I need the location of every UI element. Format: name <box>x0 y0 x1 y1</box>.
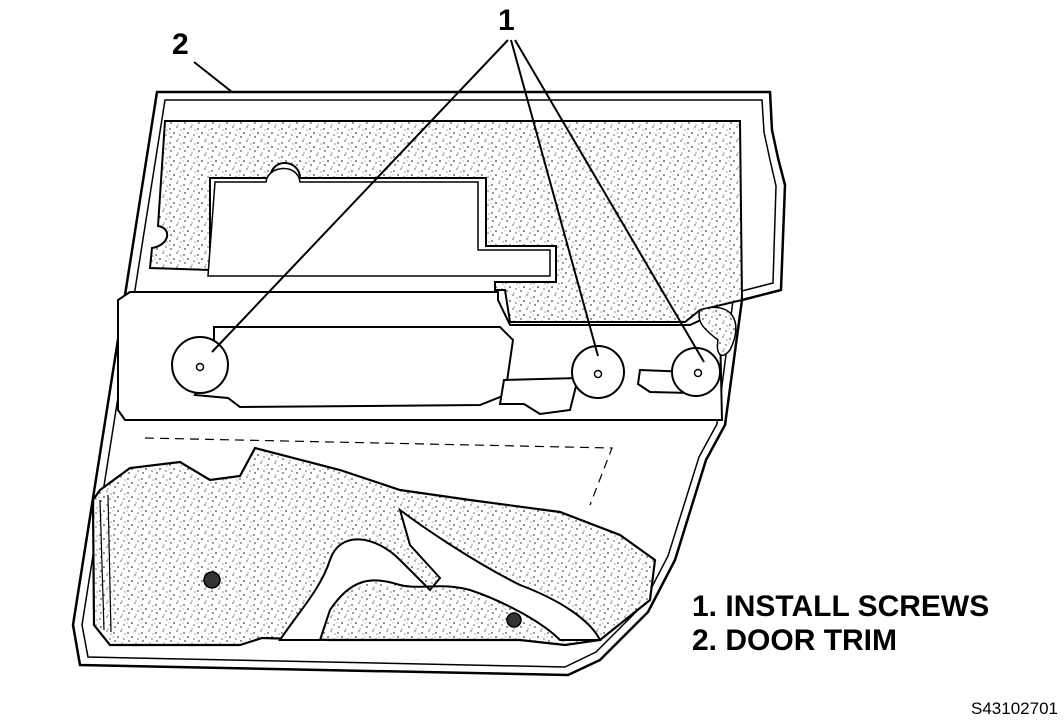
screw-boss-center <box>571 345 625 399</box>
legend-item-door-trim: 2. DOOR TRIM <box>692 624 898 657</box>
legend: 1. INSTALL SCREWS 2. DOOR TRIM <box>692 590 989 658</box>
callout-number-screws: 1 <box>498 4 515 37</box>
legend-item-install-screws: 1. INSTALL SCREWS <box>692 590 990 623</box>
callout-number-trim: 2 <box>172 28 189 61</box>
upper-insulation-pad <box>148 120 744 323</box>
leader-lines <box>193 39 705 363</box>
screw-boss-right <box>671 306 737 397</box>
lower-dashed-outline <box>144 437 613 506</box>
figure-id: S43102701 <box>971 699 1058 718</box>
door-trim-panel <box>71 90 787 677</box>
lower-insulation-pad <box>91 446 657 647</box>
